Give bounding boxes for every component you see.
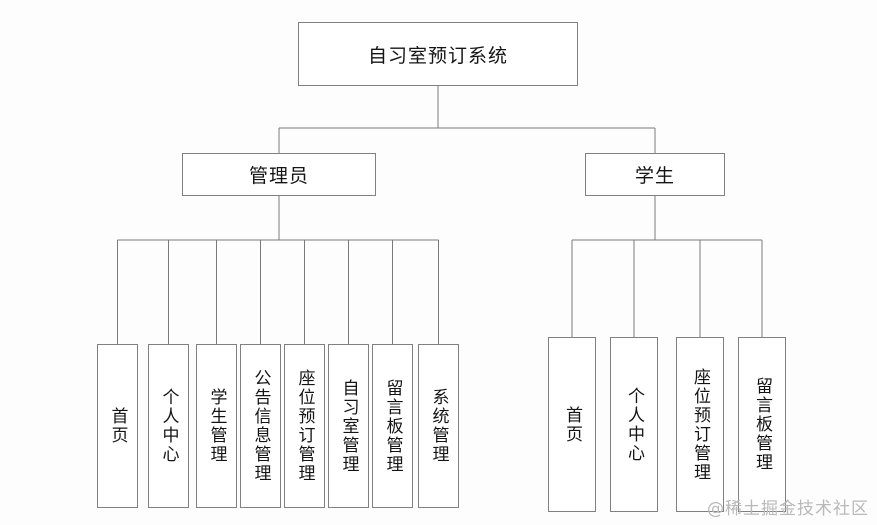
node-label: 个人中心 xyxy=(158,388,179,464)
leaf-node-student-2[interactable]: 座位预订管理 xyxy=(676,337,724,512)
leaf-node-admin-2[interactable]: 学生管理 xyxy=(196,344,237,508)
node-label: 个人中心 xyxy=(624,386,645,463)
node-label: 学生 xyxy=(634,165,675,187)
leaf-node-admin-7[interactable]: 系统管理 xyxy=(418,344,459,508)
node-label: 首页 xyxy=(107,407,128,445)
node-label: 自习室管理 xyxy=(338,378,359,474)
node-label: 自习室预订系统 xyxy=(367,44,508,67)
node-label: 留言板管理 xyxy=(382,378,403,474)
node-label: 留言板管理 xyxy=(752,377,773,472)
leaf-node-admin-6[interactable]: 留言板管理 xyxy=(372,344,413,508)
leaf-node-student-0[interactable]: 首页 xyxy=(548,337,596,512)
leaf-node-admin-3[interactable]: 公告信息管理 xyxy=(240,344,281,508)
node-label: 座位预订管理 xyxy=(294,369,315,483)
node-label: 座位预订管理 xyxy=(690,367,711,482)
leaf-node-student-3[interactable]: 留言板管理 xyxy=(738,337,786,512)
root-node[interactable]: 自习室预订系统 xyxy=(298,22,578,86)
branch-node-admin[interactable]: 管理员 xyxy=(182,153,376,196)
leaf-node-admin-1[interactable]: 个人中心 xyxy=(148,344,189,508)
leaf-node-admin-5[interactable]: 自习室管理 xyxy=(328,344,369,508)
branch-node-student[interactable]: 学生 xyxy=(585,153,725,196)
node-label: 系统管理 xyxy=(428,388,449,464)
leaf-node-student-1[interactable]: 个人中心 xyxy=(610,337,658,512)
node-label: 学生管理 xyxy=(206,388,227,464)
leaf-node-admin-4[interactable]: 座位预订管理 xyxy=(284,344,325,508)
node-label: 管理员 xyxy=(248,165,309,187)
node-label: 公告信息管理 xyxy=(250,369,271,483)
node-label: 首页 xyxy=(562,405,583,444)
watermark: @稀土掘金技术社区 xyxy=(707,499,869,519)
leaf-node-admin-0[interactable]: 首页 xyxy=(97,344,138,508)
